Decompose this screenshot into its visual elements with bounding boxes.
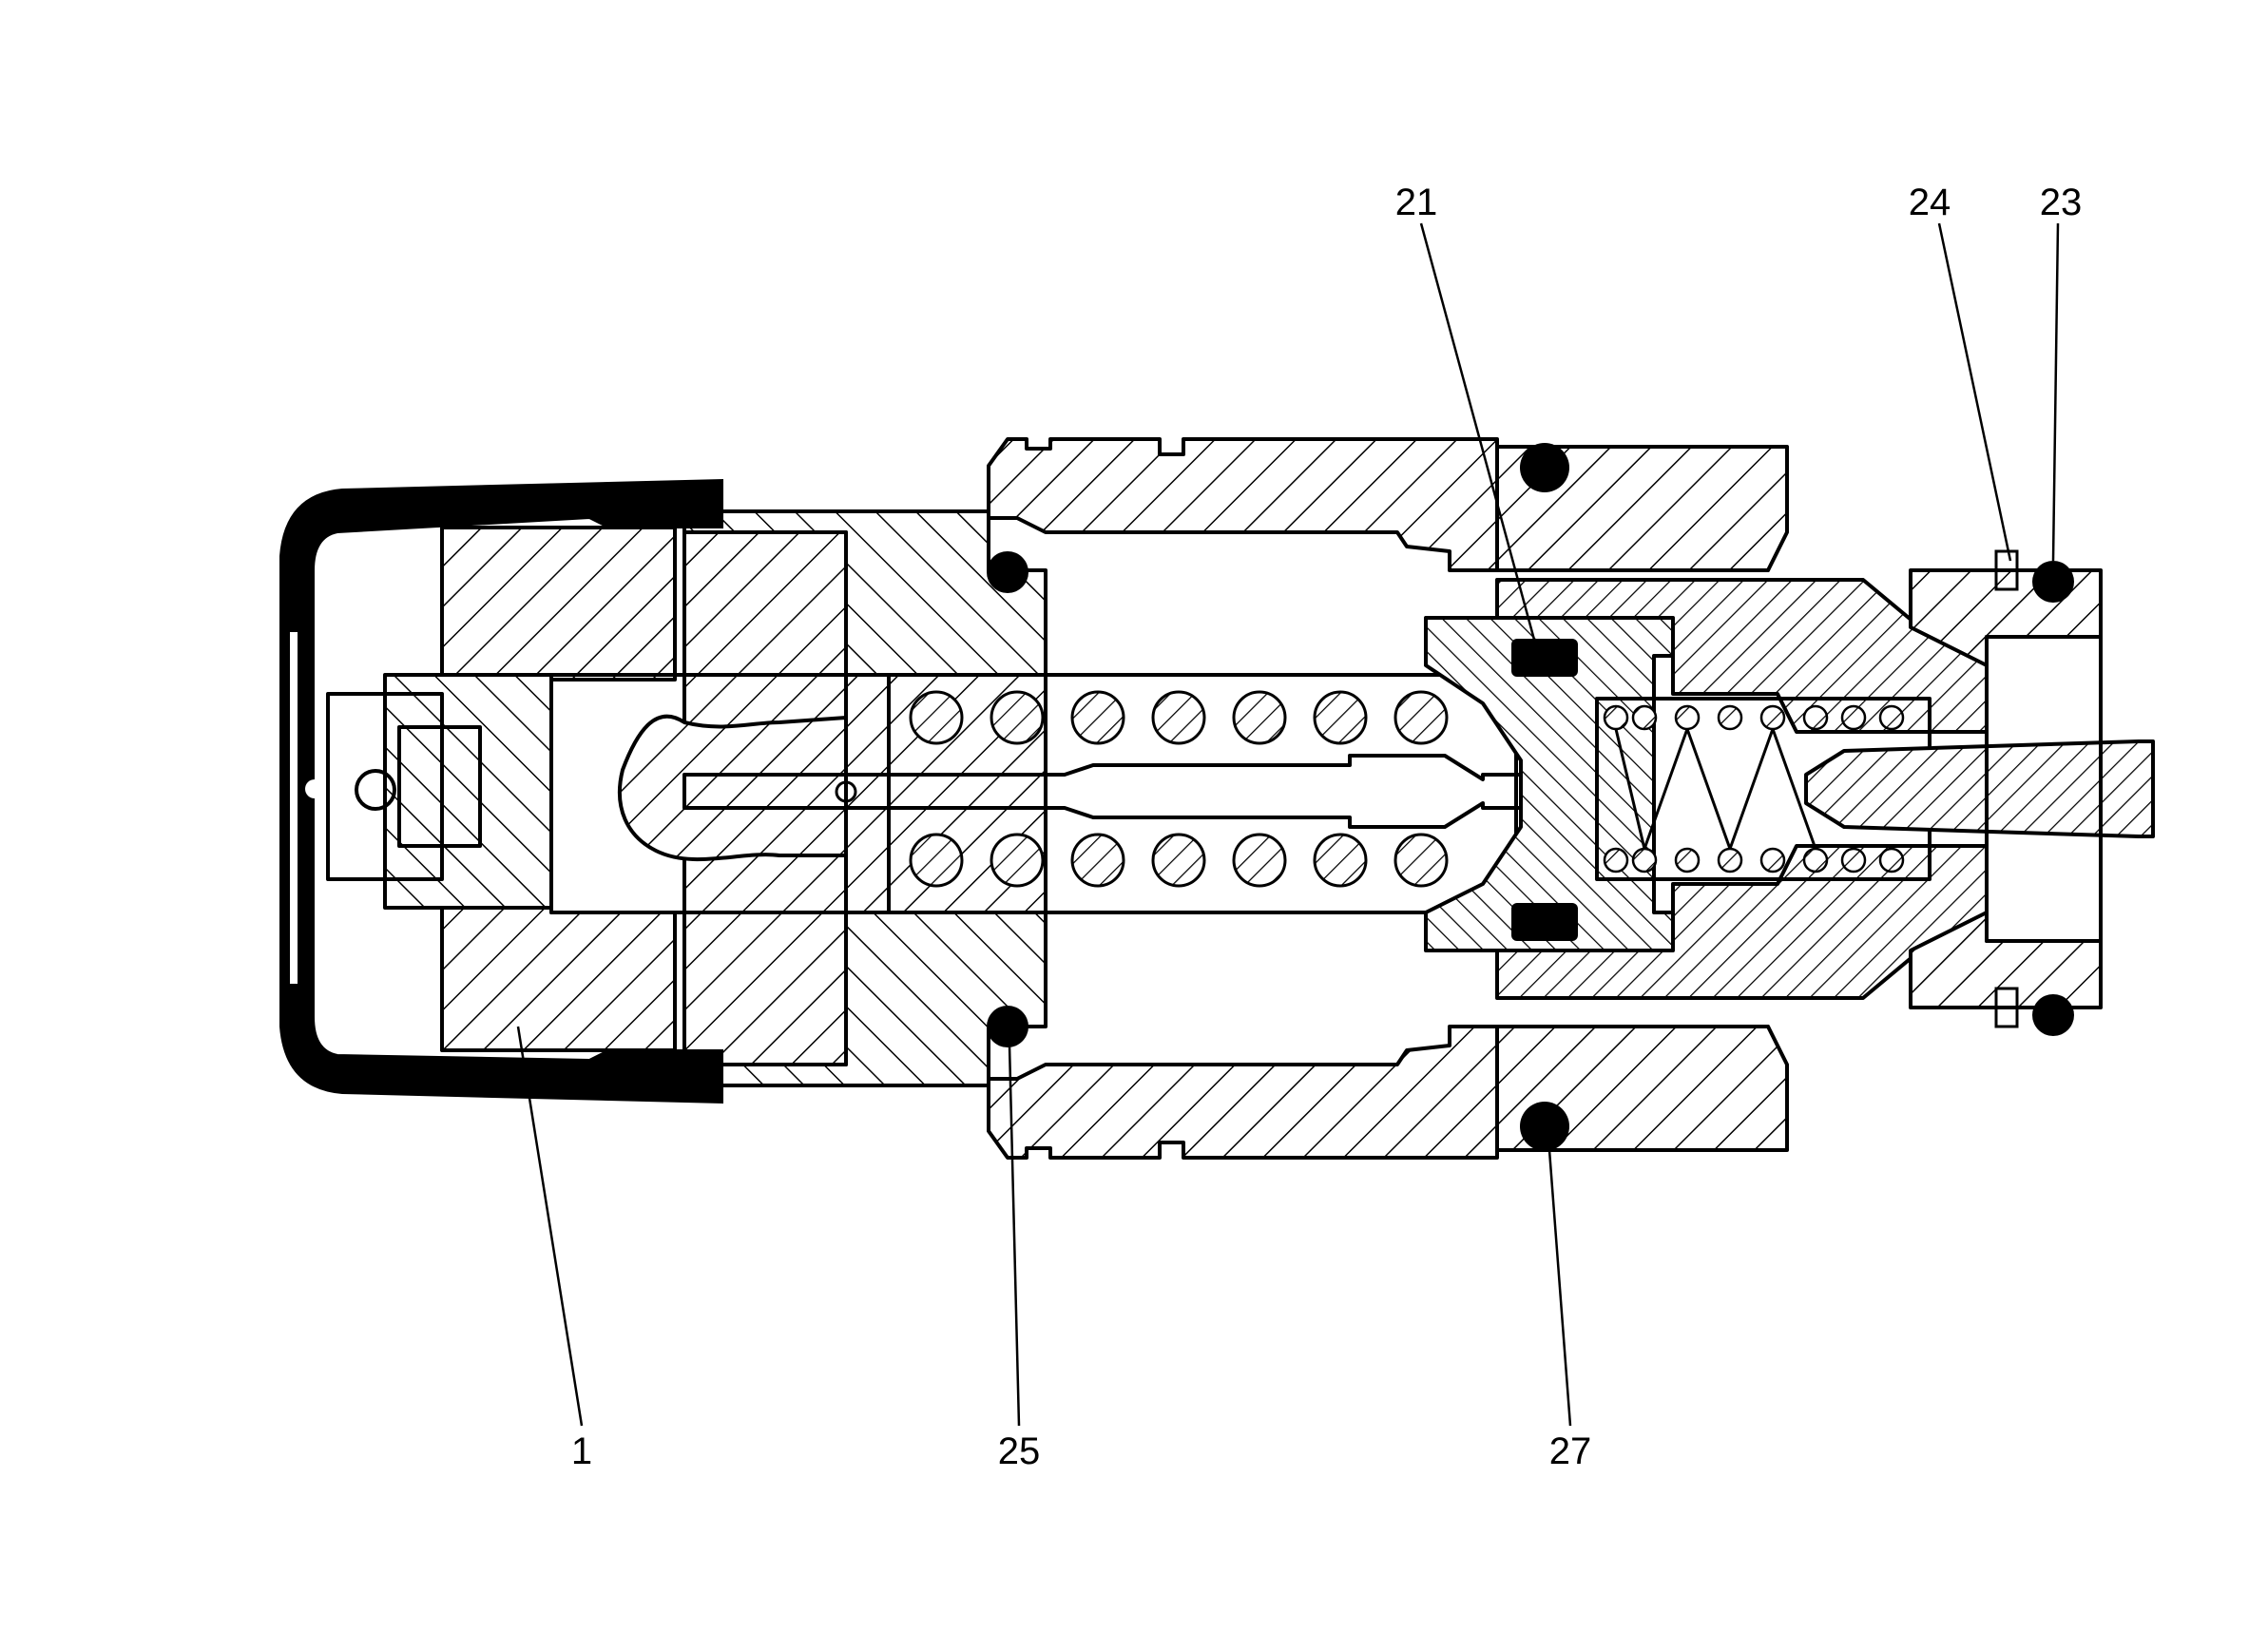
callout-1: 1 (571, 1430, 592, 1472)
spool-chamber (549, 673, 1651, 914)
seal-ring-21-bottom (1511, 903, 1578, 941)
callout-labels: 1 21 23 24 25 27 (571, 182, 2082, 1472)
main-body (682, 509, 1048, 1087)
plunger-stem (1804, 739, 2155, 838)
leader-lines (516, 222, 2060, 1427)
callout-25: 25 (998, 1430, 1041, 1472)
retaining-clip (279, 478, 723, 1104)
return-spring (1595, 697, 1932, 881)
o-ring-right-bottom (2032, 994, 2074, 1036)
seal-ring-21-top (1511, 639, 1578, 677)
callout-24: 24 (1909, 182, 1951, 223)
o-ring-left-bottom (987, 1006, 1028, 1047)
end-cap (326, 526, 677, 1052)
callout-21: 21 (1395, 182, 1438, 223)
o-ring-left-top (987, 551, 1028, 593)
o-ring-top (1520, 443, 1569, 492)
seals (987, 443, 2074, 1151)
housing-sleeve (987, 437, 1789, 1160)
callout-27: 27 (1549, 1430, 1592, 1472)
o-ring-bottom (1520, 1102, 1569, 1151)
callout-23: 23 (2040, 182, 2083, 223)
main-spring (887, 673, 1518, 914)
o-ring-right-top (2032, 561, 2074, 603)
